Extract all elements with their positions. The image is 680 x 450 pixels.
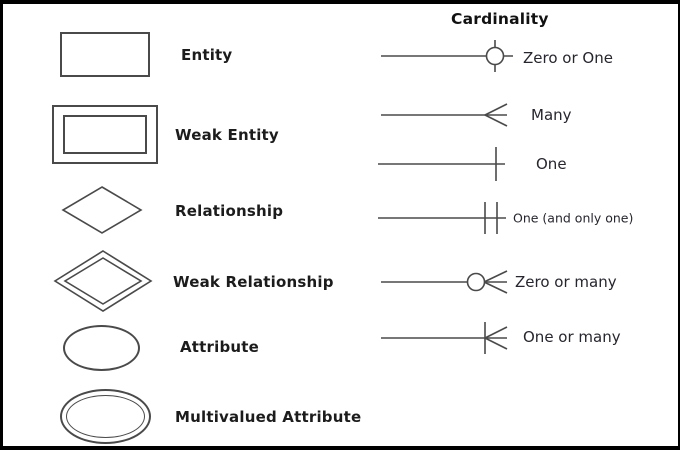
entity-shape-icon (60, 32, 150, 77)
relationship-shape-icon (61, 186, 143, 234)
one-symbol-icon (378, 147, 505, 181)
weak-entity-inner-rect (63, 115, 147, 154)
one-and-only-one-label: One (and only one) (513, 210, 634, 226)
entity-label: Entity (181, 46, 233, 64)
one-or-many-symbol-icon (381, 322, 508, 354)
many-label: Many (531, 106, 572, 124)
zero-or-many-label: Zero or many (515, 273, 617, 291)
one-and-only-one-symbol-icon (378, 202, 506, 234)
relationship-label: Relationship (175, 202, 284, 220)
many-symbol-icon (381, 103, 508, 127)
zero-or-one-label: Zero or One (523, 49, 613, 67)
multivalued-attribute-inner-ellipse (66, 395, 145, 438)
weak-relationship-shape-icon (53, 250, 153, 312)
cardinality-heading: Cardinality (451, 10, 549, 28)
one-or-many-label: One or many (523, 328, 621, 346)
zero-or-one-symbol-icon (381, 40, 513, 72)
one-label: One (536, 155, 567, 173)
weak-entity-shape-icon (52, 105, 158, 164)
zero-or-many-symbol-icon (381, 270, 508, 294)
weak-relationship-label: Weak Relationship (173, 273, 334, 291)
multivalued-attribute-shape-icon (60, 389, 151, 444)
attribute-label: Attribute (180, 338, 260, 356)
attribute-shape-icon (63, 325, 140, 371)
weak-entity-label: Weak Entity (175, 126, 279, 144)
multivalued-attribute-label: Multivalued Attribute (175, 408, 362, 426)
